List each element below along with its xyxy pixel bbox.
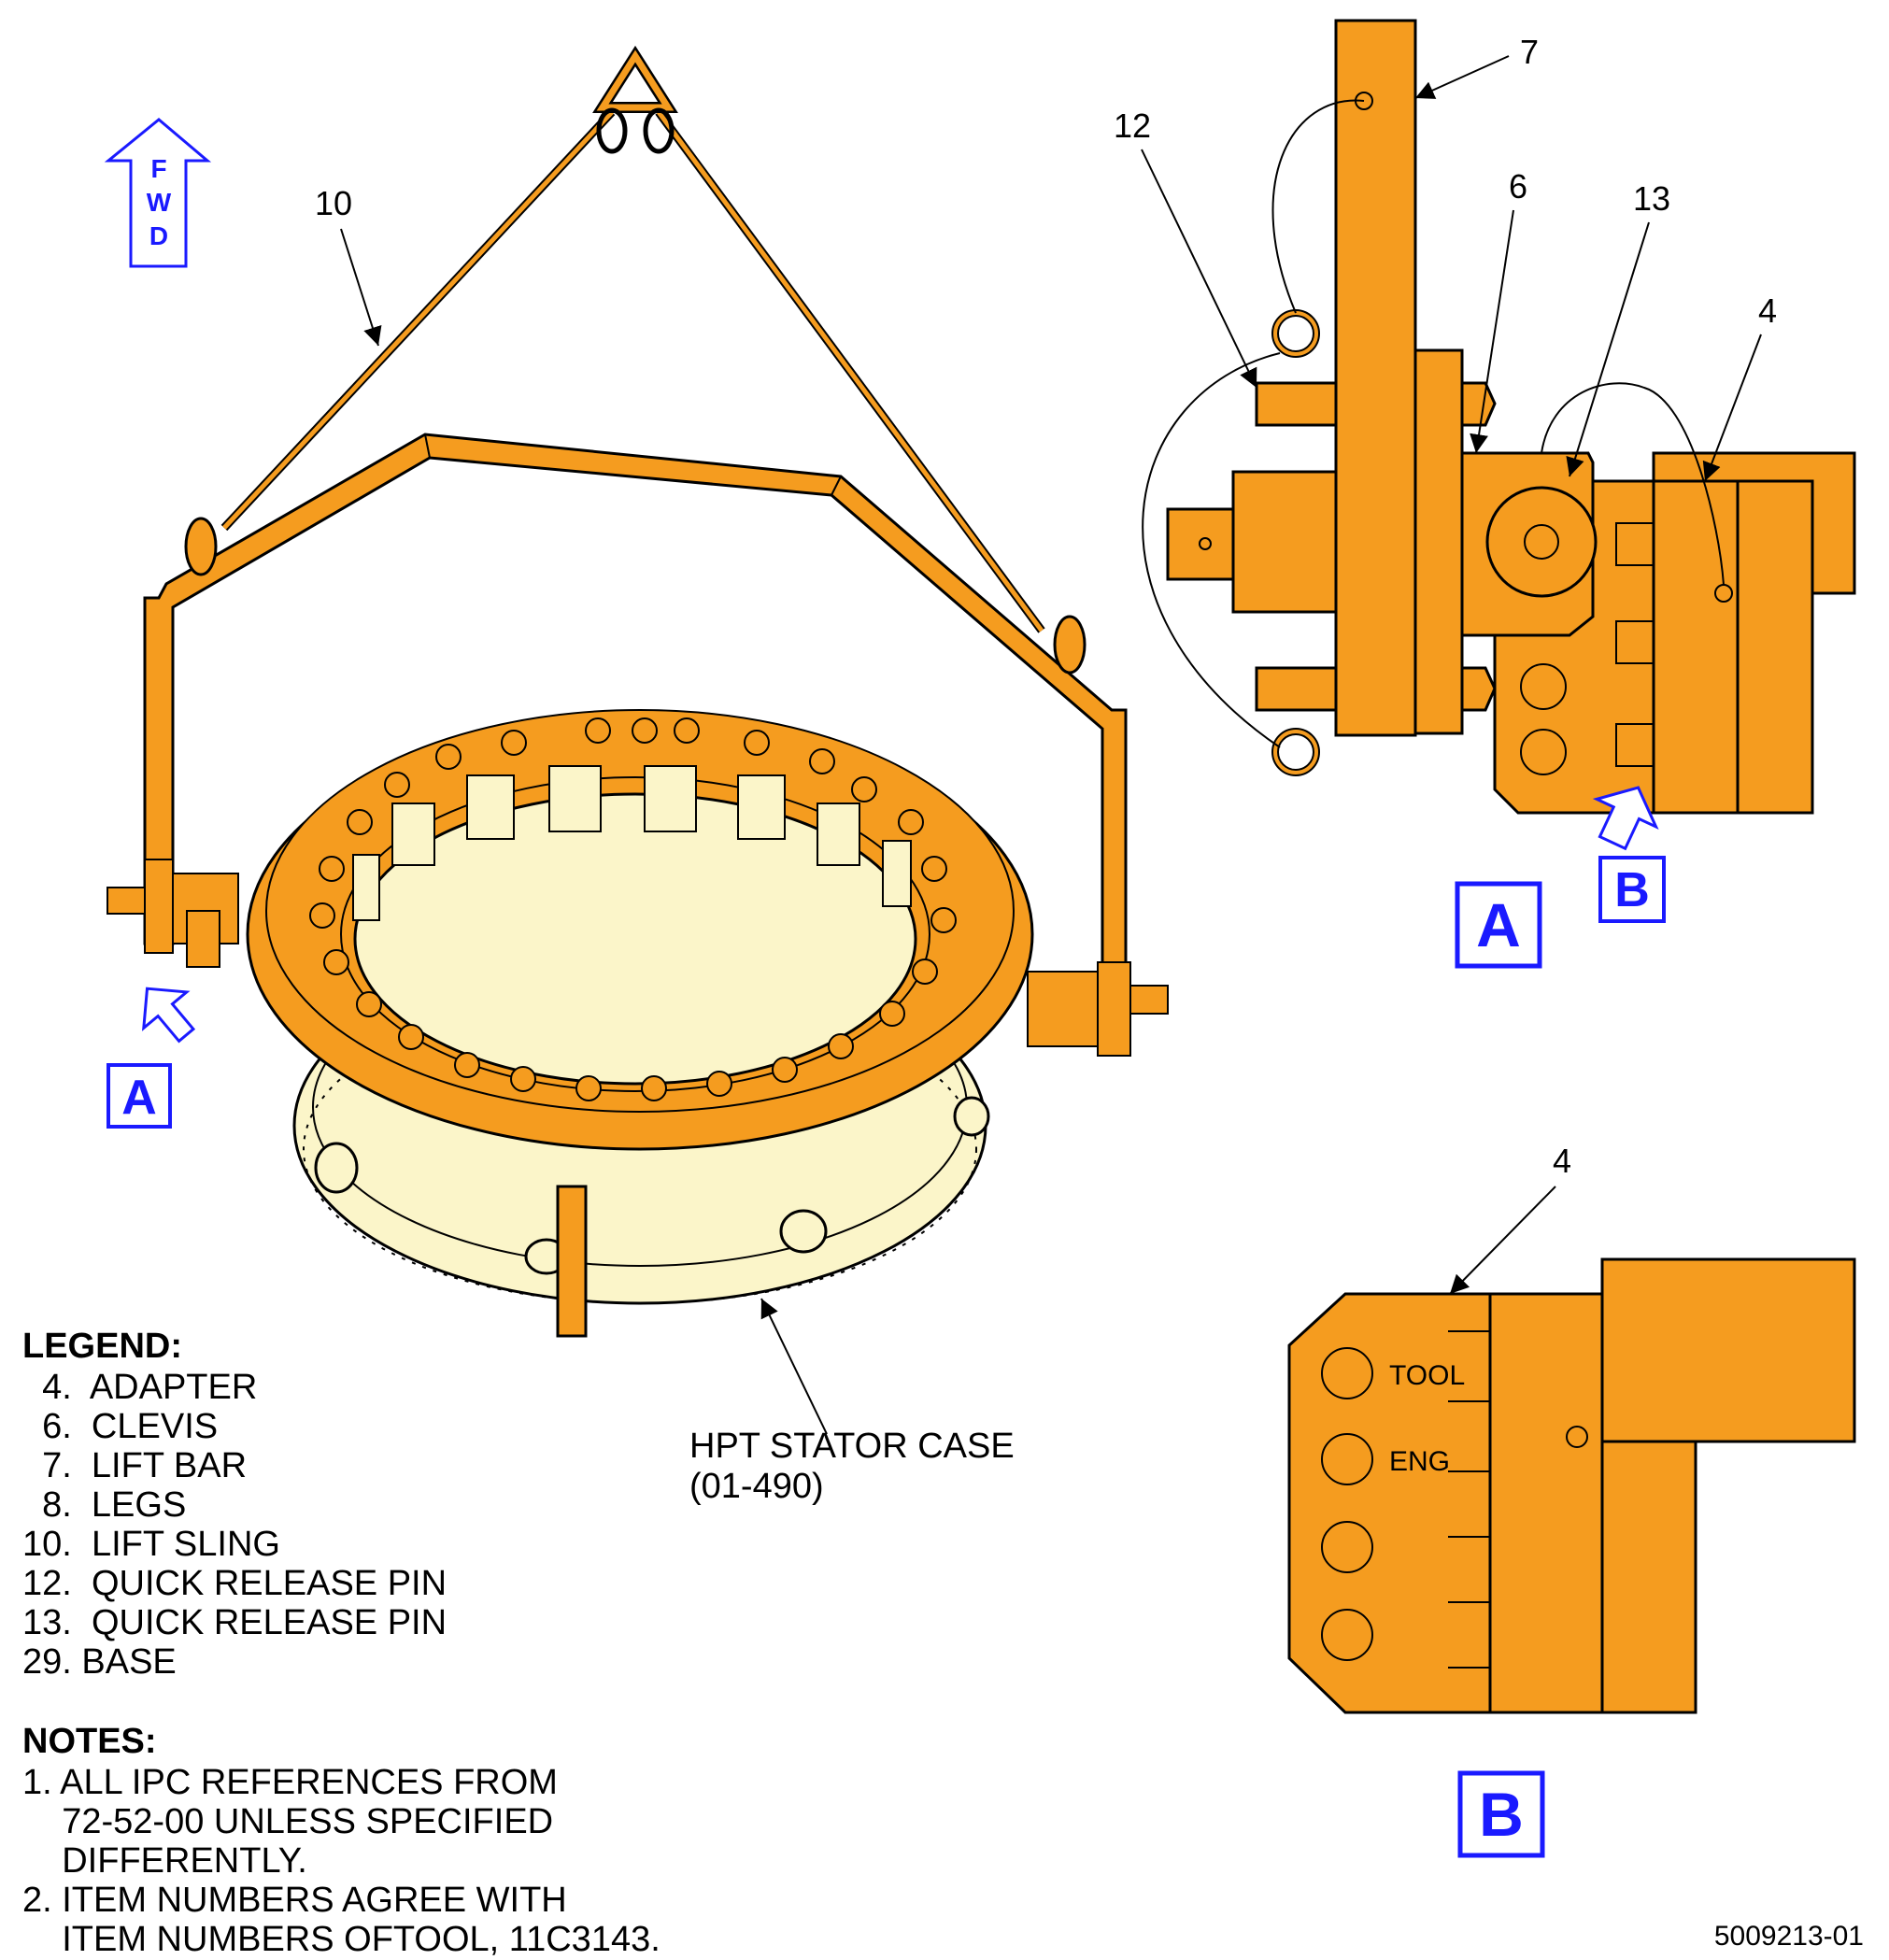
fixture-ring — [246, 709, 1034, 1151]
note-line: 2. ITEM NUMBERS AGREE WITH — [22, 1881, 567, 1920]
lift-sling — [184, 45, 1087, 675]
stator-label-line2: (01-490) — [689, 1467, 824, 1506]
legend-title: LEGEND: — [22, 1327, 182, 1366]
note-line: ITEM NUMBERS OFTOOL, 11C3143. — [22, 1920, 660, 1959]
notes-title: NOTES: — [22, 1722, 157, 1761]
callout-4-view-a: 4 — [1758, 291, 1777, 330]
legend-item: 7. LIFT BAR — [22, 1446, 248, 1485]
view-a-title: A — [1455, 881, 1542, 969]
callout-10: 10 — [315, 184, 352, 222]
fwd-letter-d: D — [149, 221, 168, 250]
left-clevis-assembly — [107, 859, 239, 968]
figure-number: 5009213-01 — [1714, 1921, 1864, 1952]
note-line: 1. ALL IPC REFERENCES FROM — [22, 1763, 558, 1802]
fwd-letter-w: W — [147, 188, 172, 217]
legend-item: 12. QUICK RELEASE PIN — [22, 1564, 447, 1603]
fwd-letter-f: F — [150, 154, 166, 183]
view-a-arrow-icon — [141, 987, 196, 1044]
lift-assembly-drawing: 10 A HPT STATOR CASE (01-490) — [107, 45, 1169, 1506]
svg-text:A: A — [1476, 890, 1521, 959]
view-b-detail: TOOL ENG 4 B — [1287, 1142, 1856, 1858]
fwd-arrow-icon: F W D — [104, 118, 212, 268]
view-b-arrow-icon — [1592, 786, 1659, 851]
callout-4-view-b: 4 — [1553, 1142, 1571, 1180]
legend: LEGEND: 4. ADAPTER 6. CLEVIS 7. LIFT BAR… — [22, 1327, 447, 1682]
view-a-detail: 7 12 6 13 4 B A — [1114, 19, 1856, 969]
legend-item: 10. LIFT SLING — [22, 1525, 280, 1564]
view-b-label-in-a: B — [1598, 856, 1666, 923]
note-line: DIFFERENTLY. — [22, 1841, 307, 1881]
callout-13: 13 — [1633, 179, 1670, 218]
adapter-eng-mark: ENG — [1389, 1446, 1450, 1477]
svg-text:B: B — [1479, 1780, 1524, 1849]
stator-label-line1: HPT STATOR CASE — [689, 1427, 1015, 1466]
callout-7: 7 — [1520, 33, 1539, 71]
callout-6: 6 — [1509, 167, 1527, 206]
right-clevis-assembly — [1027, 961, 1169, 1057]
legend-item: 6. CLEVIS — [22, 1407, 219, 1446]
svg-text:B: B — [1614, 863, 1650, 917]
legend-item: 29. BASE — [22, 1642, 177, 1682]
callout-12: 12 — [1114, 107, 1151, 145]
adapter-tool-mark: TOOL — [1389, 1360, 1465, 1391]
view-b-title: B — [1457, 1770, 1545, 1858]
svg-text:A: A — [121, 1071, 157, 1125]
legend-item: 4. ADAPTER — [22, 1368, 258, 1407]
legend-item: 13. QUICK RELEASE PIN — [22, 1603, 447, 1642]
view-a-label-left: A — [107, 1063, 172, 1129]
legend-item: 8. LEGS — [22, 1485, 187, 1525]
notes: NOTES: 1. ALL IPC REFERENCES FROM 72-52-… — [22, 1722, 660, 1959]
note-line: 72-52-00 UNLESS SPECIFIED — [22, 1802, 554, 1841]
